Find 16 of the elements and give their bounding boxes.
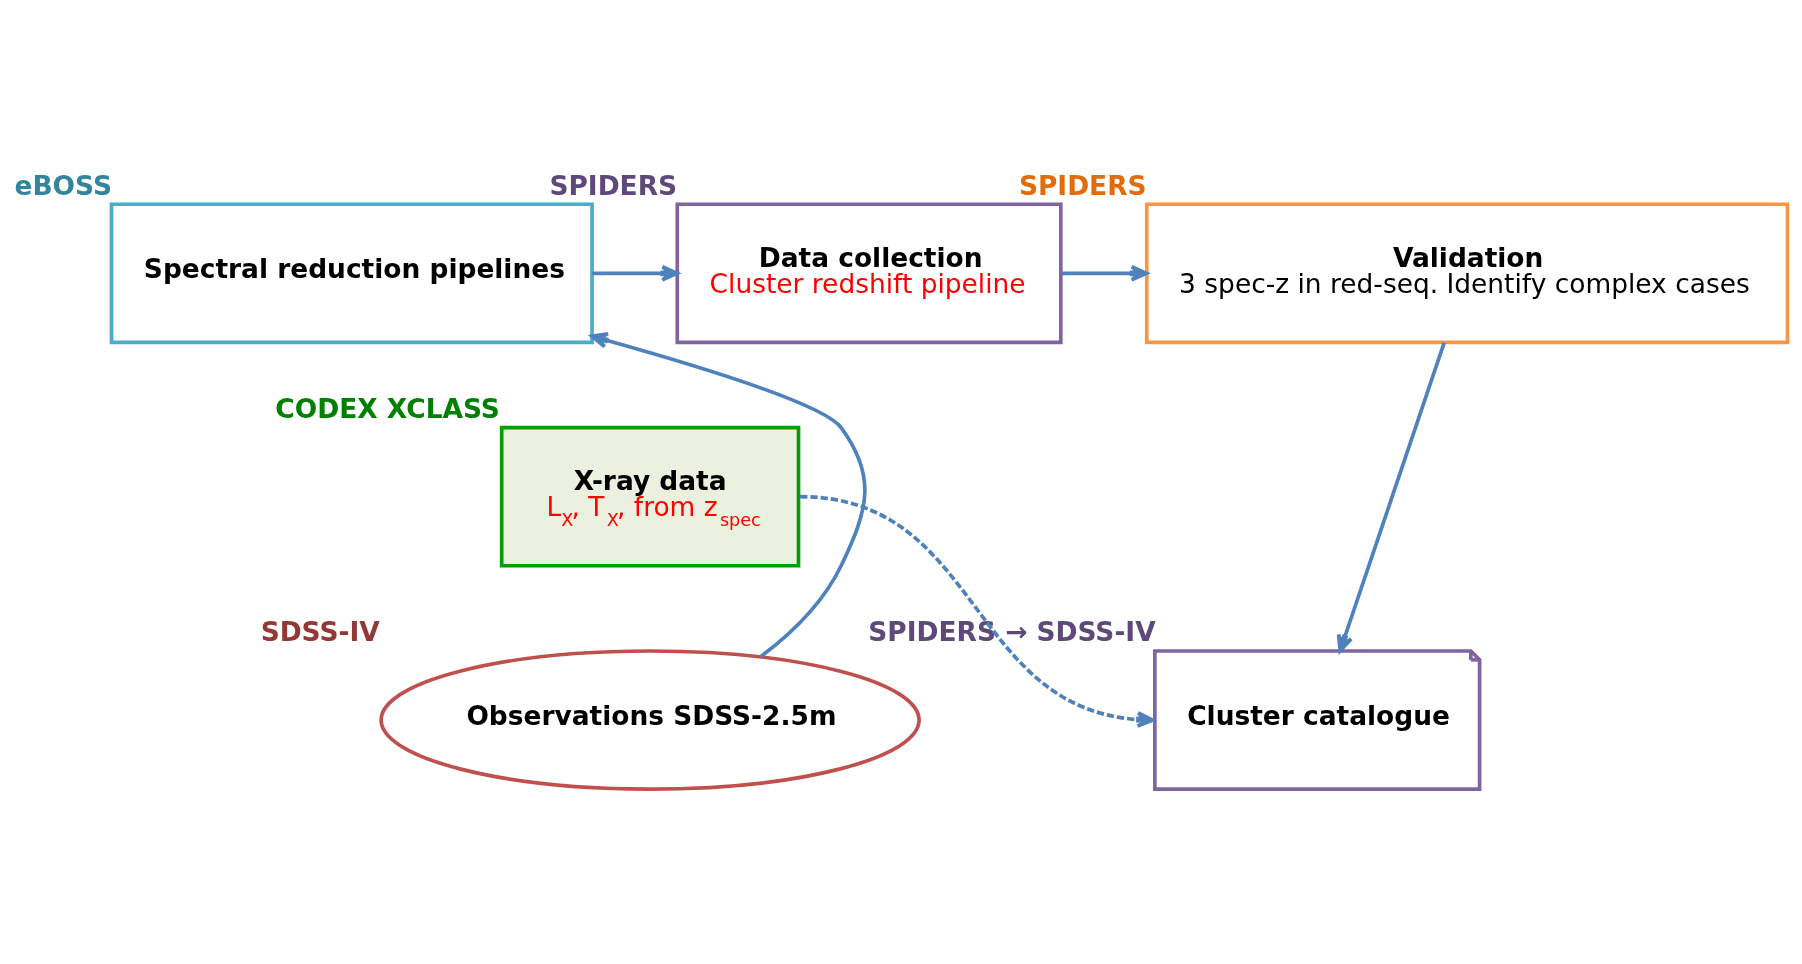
arrow (590, 332, 867, 659)
arrow (592, 264, 679, 282)
node-label: SPIDERS (1018, 169, 1147, 201)
node-box: Spectral reduction pipelines (109, 202, 594, 345)
node-box: Data collection Cluster redshift pipeline (675, 202, 1063, 345)
arrow (1336, 342, 1446, 653)
node-label: CODEX XCLASS (275, 392, 500, 424)
node-label: SDSS-IV (260, 616, 380, 648)
node-label: SPIDERS (549, 169, 678, 201)
node-box: Validation 3 spec-z in red-seq. Identify complex cases (1144, 202, 1790, 345)
node-label: eBOSS (14, 169, 112, 201)
node-box: X-ray data L$_{X}$, T$_{X}$, from z$_{spec}$ (499, 425, 801, 568)
arrow (799, 494, 1155, 728)
node-ellipse: Observations SDSS-2.5m (379, 649, 921, 791)
node-label: SPIDERS → SDSS-IV (868, 616, 1156, 648)
arrow (1061, 264, 1149, 282)
